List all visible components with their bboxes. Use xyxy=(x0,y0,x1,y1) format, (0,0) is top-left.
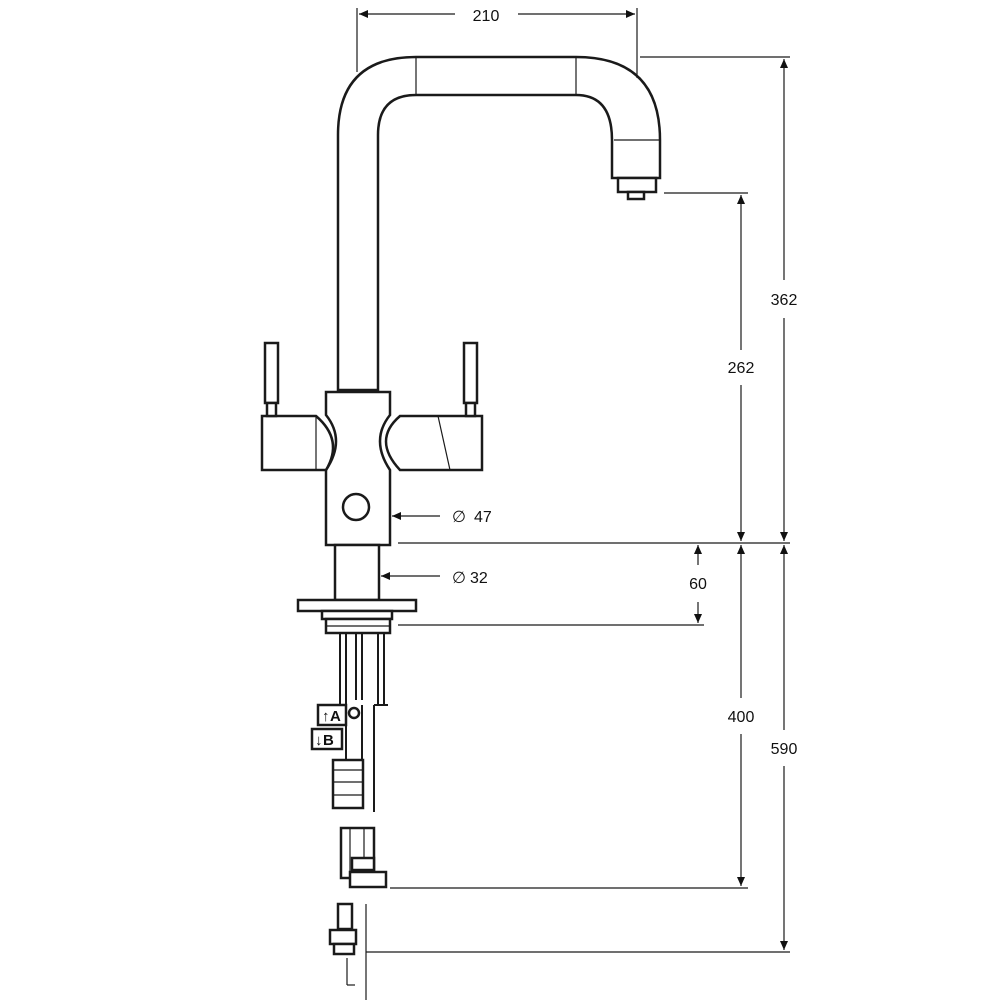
deck-flange xyxy=(296,598,418,613)
diameter-symbol-body: ∅ xyxy=(452,509,466,526)
dim-total-below: 590 xyxy=(771,741,798,758)
aerator xyxy=(616,176,658,194)
stem xyxy=(333,543,381,602)
inlet-b-label: B xyxy=(323,732,334,749)
dim-stem-diameter: 32 xyxy=(470,570,488,587)
left-lever-housing xyxy=(260,414,335,472)
dimension-lines xyxy=(356,8,790,953)
inlet-labels: ↑ A ↓ B xyxy=(310,703,361,751)
dim-spout-height: 262 xyxy=(728,360,755,377)
body-button xyxy=(341,492,371,522)
dim-deck-thickness: 60 xyxy=(689,576,707,593)
dim-total-height: 362 xyxy=(771,292,798,309)
dim-hose-length: 400 xyxy=(728,709,755,726)
dim-spout-reach: 210 xyxy=(473,8,500,25)
tap-outline: ↑ A ↓ B xyxy=(260,55,662,1000)
right-lever-housing xyxy=(384,414,484,472)
dim-body-diameter: 47 xyxy=(474,509,492,526)
inlet-a-label: A xyxy=(330,708,341,725)
diameter-symbol-stem: ∅ xyxy=(452,570,466,587)
mixer-body xyxy=(324,390,392,547)
svg-text:↓: ↓ xyxy=(315,732,323,749)
spout xyxy=(336,55,662,392)
right-lever-handle xyxy=(462,341,479,405)
threaded-rods xyxy=(339,633,388,706)
inlet-b-tag xyxy=(310,727,344,751)
left-lever-handle xyxy=(263,341,280,405)
inlet-a-tag xyxy=(316,703,348,727)
hose-connectors xyxy=(328,705,388,1000)
svg-text:↑: ↑ xyxy=(322,708,330,725)
